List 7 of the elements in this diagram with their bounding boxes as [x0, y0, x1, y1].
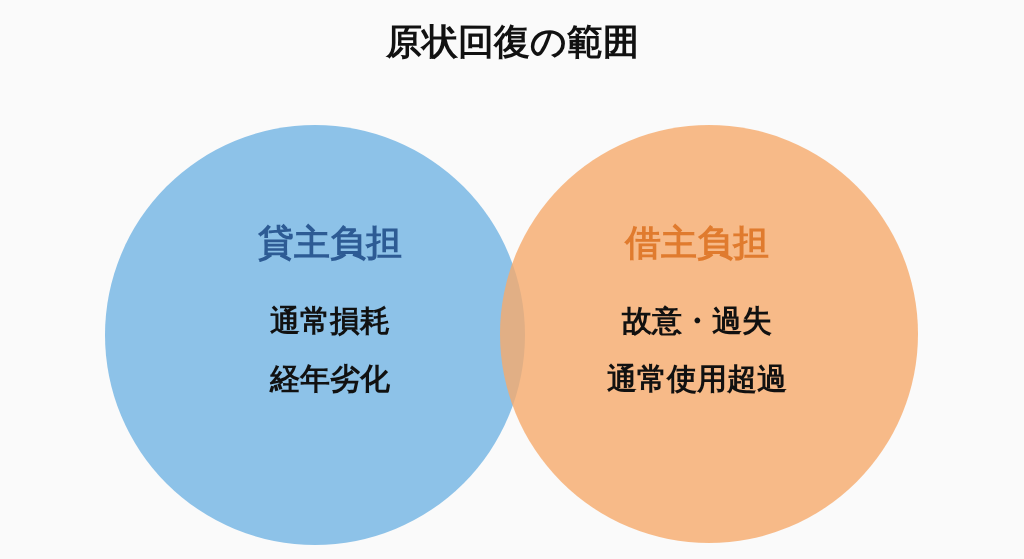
list-item: 通常損耗	[270, 303, 390, 337]
circle-heading: 貸主負担	[258, 223, 402, 263]
list-item: 通常使用超過	[607, 361, 787, 395]
circle-heading: 借主負担	[625, 223, 769, 263]
list-item: 故意・過失	[622, 303, 772, 337]
list-item: 経年劣化	[270, 361, 390, 395]
diagram-title: 原状回復の範囲	[384, 20, 640, 64]
